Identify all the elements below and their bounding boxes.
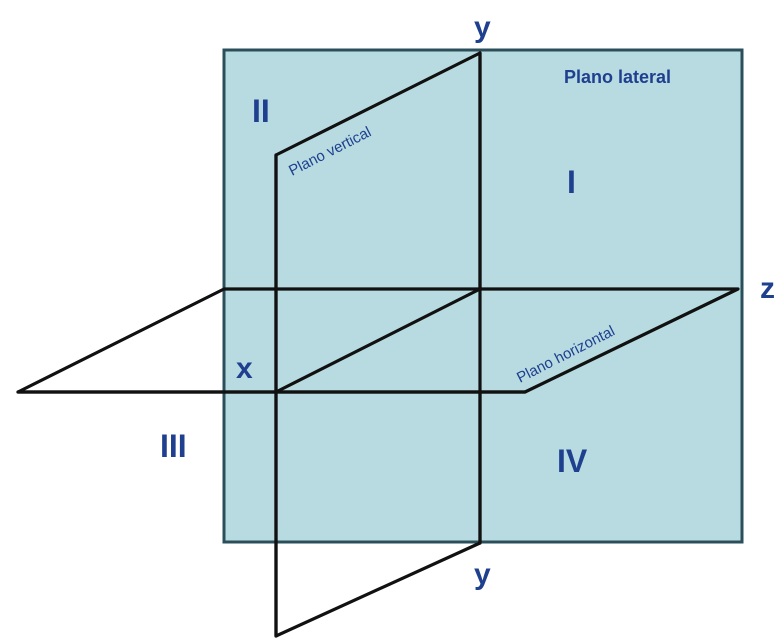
axis-label-z: z: [760, 272, 775, 305]
quadrant-label-III: III: [160, 428, 187, 464]
quadrant-label-II: II: [252, 93, 270, 129]
axis-label-y-bottom: y: [474, 558, 491, 591]
lateral-plane: [222, 48, 744, 544]
quadrant-label-I: I: [567, 164, 576, 200]
axis-label-y-top: y: [474, 11, 491, 44]
horizontal-plane-fold-line: [274, 287, 482, 394]
axis-label-x: x: [236, 352, 253, 385]
plane-label-lateral: Plano lateral: [564, 67, 671, 87]
quadrant-label-IV: IV: [557, 443, 588, 479]
